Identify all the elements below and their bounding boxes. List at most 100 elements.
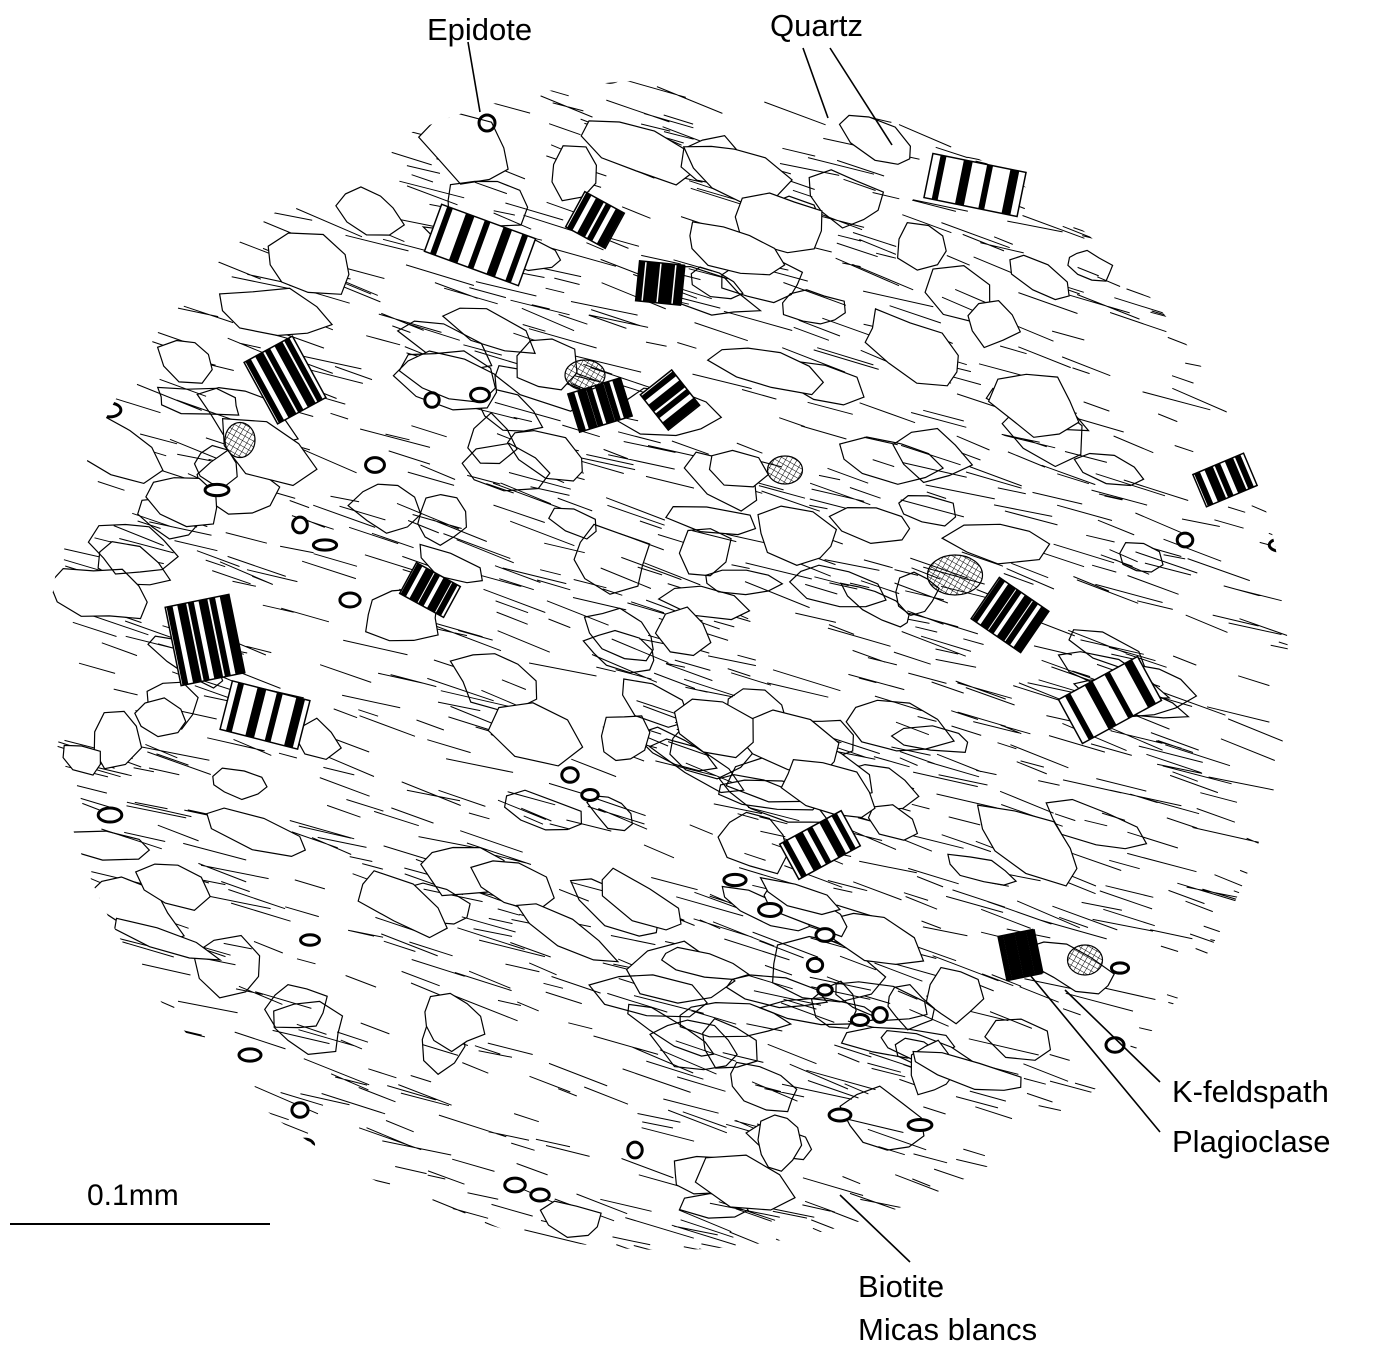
quartz-grain: [450, 654, 536, 710]
epidote-grain: [562, 768, 578, 783]
epidote-grain: [292, 1103, 308, 1117]
quartz-grain: [146, 478, 217, 527]
epidote-grain: [807, 958, 822, 971]
quartz-grain: [758, 1115, 802, 1171]
plagioclase-grain: [635, 261, 685, 305]
plagioclase-grain: [1059, 657, 1162, 744]
epidote-grain: [505, 1178, 526, 1192]
micas-blancs-label: Micas blancs: [858, 1314, 1037, 1345]
epidote-grain: [599, 68, 621, 83]
quartz-grain: [968, 301, 1020, 348]
epidote-grain: [366, 458, 385, 473]
quartz-grain: [1068, 250, 1113, 281]
epidote-grain: [759, 904, 782, 917]
quartz-grain: [581, 121, 693, 185]
quartz-grain: [650, 1020, 737, 1070]
quartz-grain: [585, 608, 654, 660]
k-feldspath-grain: [1068, 945, 1103, 975]
plagioclase-label: Plagioclase: [1172, 1126, 1331, 1157]
k-feldspath-leader-line: [1065, 990, 1160, 1082]
quartz-grain: [899, 496, 956, 526]
quartz-grain: [888, 985, 934, 1030]
epidote-grain: [829, 1109, 851, 1121]
epidote-grain: [873, 1008, 888, 1023]
plagioclase-grain: [1193, 453, 1257, 507]
epidote-grain: [205, 484, 229, 495]
quartz-grain: [790, 565, 886, 607]
k-feldspath-grain: [225, 423, 255, 458]
epidote-grain: [239, 1049, 261, 1061]
epidote-grain: [99, 403, 121, 417]
biotite-leader-line: [840, 1195, 910, 1262]
epidote-label: Epidote: [427, 14, 532, 45]
quartz-grain: [869, 805, 918, 840]
epidote-grain: [293, 517, 308, 533]
epidote-grain: [340, 593, 360, 607]
epidote-grain: [1269, 539, 1290, 551]
k-feldspath-grain: [928, 555, 983, 595]
quartz-grain: [194, 936, 260, 998]
plagioclase-grain: [997, 929, 1043, 981]
epidote-grain: [724, 874, 746, 885]
quartz-grain: [207, 808, 305, 856]
epidote-grain: [564, 63, 587, 77]
epidote-leader-line: [468, 42, 480, 112]
quartz-grain: [158, 387, 239, 415]
epidote-grain: [628, 1142, 642, 1158]
quartz-grain: [602, 716, 650, 761]
k-feldspath-grain: [768, 456, 803, 484]
quartz-grain: [268, 233, 349, 294]
epidote-grain: [818, 985, 833, 995]
scale-bar-label: 0.1mm: [87, 1180, 179, 1211]
quartz-grain: [831, 913, 923, 964]
quartz-grain: [574, 524, 650, 594]
quartz-grain: [985, 1019, 1051, 1060]
epidote-grain: [531, 1189, 549, 1201]
epidote-grain: [582, 790, 599, 801]
quartz-grain: [840, 115, 911, 164]
k-feldspath-grain: [565, 360, 605, 390]
quartz-grain: [602, 868, 681, 930]
quartz-grain: [865, 309, 958, 386]
epidote-grain: [313, 540, 336, 550]
biotite-label: Biotite: [858, 1271, 944, 1302]
epidote-grain: [471, 388, 490, 402]
epidote-grain: [908, 1119, 932, 1130]
quartz-grain: [418, 495, 467, 546]
plagioclase-grain: [165, 594, 245, 685]
quartz-grain: [898, 223, 947, 270]
epidote-grain: [1111, 963, 1128, 973]
quartz-grain: [135, 698, 186, 737]
plagioclase-grain: [424, 204, 535, 285]
quartz-grain: [989, 374, 1079, 437]
quartz-grain: [63, 745, 100, 775]
quartz-grain: [508, 431, 583, 481]
quartz-grain: [72, 415, 163, 483]
quartz-grain: [783, 290, 846, 324]
epidote-grain: [301, 935, 320, 946]
quartz-grain: [336, 187, 404, 235]
quartz-grain: [926, 968, 984, 1024]
plagioclase-grain: [971, 577, 1049, 652]
quartz-grain: [213, 768, 267, 799]
quartz-grain: [94, 711, 141, 768]
plagioclase-grain: [640, 370, 699, 430]
epidote-grain: [816, 929, 834, 942]
quartz-grain: [158, 341, 213, 384]
quartz-grain: [706, 570, 783, 594]
k-feldspath-label: K-feldspath: [1172, 1076, 1329, 1107]
quartz-grain: [758, 506, 836, 565]
epidote-grain: [1177, 533, 1193, 547]
quartz-grain: [540, 1201, 601, 1237]
epidote-grain: [425, 393, 439, 408]
quartz-grain: [552, 146, 596, 201]
epidote-grain: [851, 1015, 868, 1026]
quartz-grain: [840, 437, 943, 484]
quartz-grain: [675, 699, 754, 758]
quartz-grain: [471, 861, 554, 912]
quartz-grain: [679, 529, 731, 576]
quartz-grain: [708, 348, 824, 395]
epidote-grain: [296, 1139, 313, 1151]
quartz-grain: [680, 1003, 791, 1037]
